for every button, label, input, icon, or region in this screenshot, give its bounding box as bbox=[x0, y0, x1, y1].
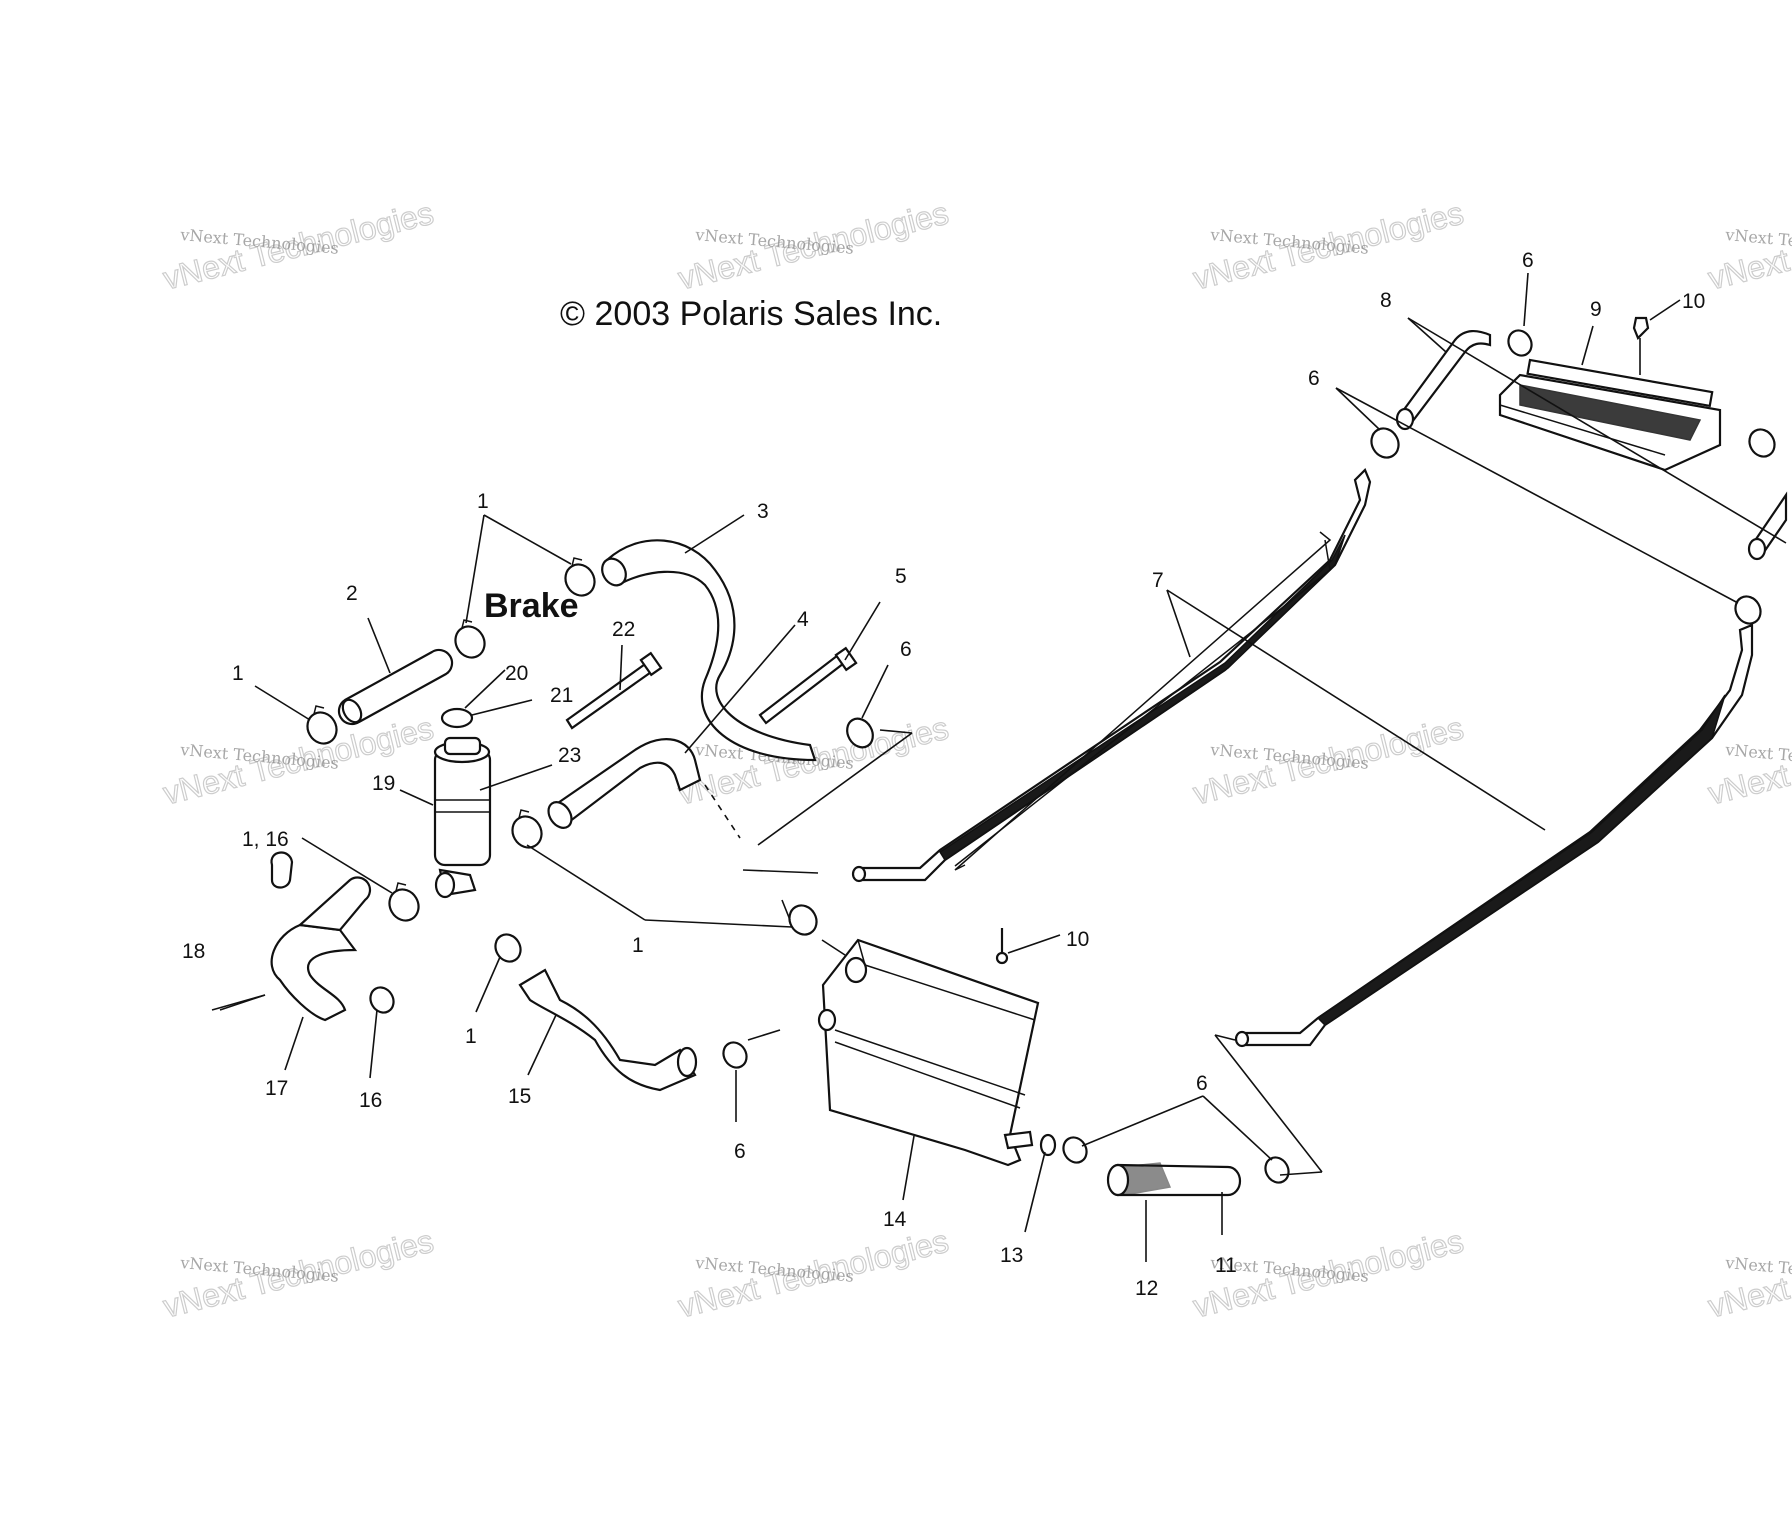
clamp bbox=[564, 557, 596, 597]
hose-part-3 bbox=[601, 539, 817, 762]
bolt-part-10-top bbox=[1632, 316, 1650, 340]
coupling-part-11-12 bbox=[1106, 1162, 1242, 1197]
callout-15: 15 bbox=[508, 1085, 531, 1108]
watermark: vNext Technologies vNext Technologies bbox=[159, 194, 438, 297]
callout-6: 6 bbox=[1196, 1072, 1208, 1095]
callout-7: 7 bbox=[1152, 569, 1164, 592]
callout-12: 12 bbox=[1135, 1277, 1158, 1300]
elbow-pipe-part-8 bbox=[1395, 330, 1788, 561]
callout-22: 22 bbox=[612, 618, 635, 641]
watermark: vNext Technologies vNext Technologies bbox=[674, 194, 953, 297]
callout-18: 18 bbox=[182, 940, 205, 963]
clamp bbox=[1062, 1136, 1088, 1164]
heat-exchanger-lower-part-7 bbox=[1234, 623, 1754, 1048]
clamp bbox=[1507, 329, 1533, 357]
callout-8: 8 bbox=[1380, 289, 1392, 312]
callout-4: 4 bbox=[797, 608, 809, 631]
callout-20: 20 bbox=[505, 662, 528, 685]
watermark: vNext Technologies vNext Technologies bbox=[1189, 194, 1468, 297]
watermark: vNext Technologies vNext Technologies bbox=[1189, 709, 1468, 812]
bolt-part-10-mid bbox=[995, 928, 1009, 965]
callout-17: 17 bbox=[265, 1077, 288, 1100]
clamp bbox=[369, 986, 395, 1014]
callout-11: 11 bbox=[1215, 1254, 1237, 1277]
clip-part-18 bbox=[270, 851, 294, 889]
callout-5: 5 bbox=[895, 565, 907, 588]
callout-3: 3 bbox=[757, 500, 769, 523]
callout-21: 21 bbox=[550, 684, 573, 707]
clamp bbox=[722, 1041, 748, 1069]
hose-part-15 bbox=[518, 968, 698, 1092]
heat-exchanger-upper-part-7 bbox=[851, 468, 1372, 883]
watermark: vNext Technologies vNext Technologies bbox=[159, 709, 438, 812]
watermark: vNext Technologies vNext Technologies bbox=[1704, 194, 1792, 297]
callout-10: 10 bbox=[1066, 928, 1089, 951]
strap-part-5 bbox=[758, 646, 858, 725]
brake-label: Brake bbox=[484, 587, 579, 625]
callout-23: 23 bbox=[558, 744, 581, 767]
clamp bbox=[494, 933, 522, 963]
clamp bbox=[388, 882, 420, 922]
callout-13: 13 bbox=[1000, 1244, 1023, 1267]
callout-labels: 1 3 2 1 4 22 5 6 20 21 23 19 1, 16 18 17… bbox=[182, 249, 1705, 1300]
callout-1: 1 bbox=[477, 490, 489, 513]
heat-exchanger-part-14 bbox=[817, 938, 1040, 1167]
strap-part-22 bbox=[565, 651, 663, 730]
clamp-group bbox=[306, 329, 1776, 1184]
callout-1: 1 bbox=[465, 1025, 477, 1048]
callout-9: 9 bbox=[1590, 298, 1602, 321]
clamp bbox=[1264, 1156, 1290, 1184]
cap-part-20 bbox=[440, 707, 474, 729]
watermark: vNext Technologies vNext Technologies bbox=[1704, 1222, 1792, 1325]
clamp bbox=[306, 705, 338, 745]
callout-10: 10 bbox=[1682, 290, 1705, 313]
clamp bbox=[511, 809, 543, 849]
hose-part-2 bbox=[337, 648, 454, 726]
callout-1: 1 bbox=[632, 934, 644, 957]
callout-19: 19 bbox=[372, 772, 395, 795]
callout-6: 6 bbox=[734, 1140, 746, 1163]
clamp bbox=[454, 619, 486, 659]
clamp bbox=[846, 717, 874, 749]
watermark: vNext Technologies vNext Technologies bbox=[159, 1222, 438, 1325]
reservoir-part-19 bbox=[433, 736, 492, 899]
callout-6: 6 bbox=[1522, 249, 1534, 272]
watermark: vNext Technologies vNext Technologies bbox=[674, 1222, 953, 1325]
callout-16: 16 bbox=[359, 1089, 382, 1112]
cooler-part-9 bbox=[1498, 358, 1722, 472]
clamp bbox=[1748, 428, 1776, 458]
callout-6: 6 bbox=[900, 638, 912, 661]
callout-1: 1 bbox=[232, 662, 244, 685]
callout-14: 14 bbox=[883, 1208, 907, 1231]
oring-part-13 bbox=[1039, 1133, 1057, 1157]
elbow-hose-part-17 bbox=[270, 876, 372, 1022]
copyright-text: © 2003 Polaris Sales Inc. bbox=[560, 295, 942, 333]
callout-6: 6 bbox=[1308, 367, 1320, 390]
clamp bbox=[1370, 427, 1400, 459]
callout-2: 2 bbox=[346, 582, 358, 605]
clamp bbox=[1734, 595, 1762, 625]
leader-lines bbox=[211, 272, 1787, 1262]
hose-part-4 bbox=[547, 738, 702, 829]
callout-1-16: 1, 16 bbox=[242, 828, 289, 851]
